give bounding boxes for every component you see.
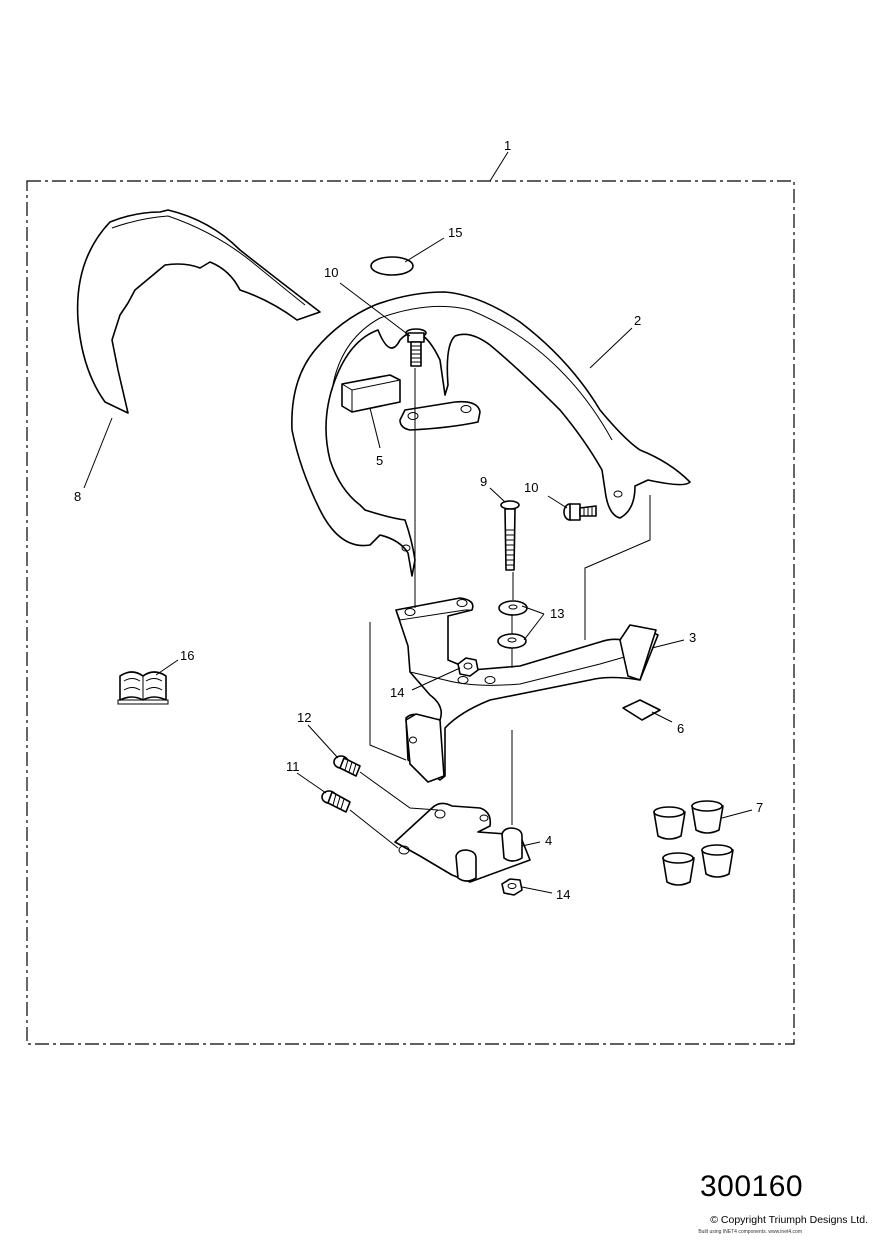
part-11-screw bbox=[321, 790, 351, 813]
callout-2: 2 bbox=[634, 313, 641, 328]
part-12-screw bbox=[333, 755, 361, 777]
callout-leaders bbox=[83, 151, 753, 894]
callout-12: 12 bbox=[297, 710, 311, 725]
part-7-rubber-feet bbox=[653, 800, 734, 886]
callout-14-upper: 14 bbox=[390, 685, 404, 700]
kit-boundary bbox=[26, 180, 795, 1045]
part-8-cover bbox=[76, 209, 321, 414]
callout-6: 6 bbox=[677, 721, 684, 736]
part-10-bolt-upper bbox=[405, 328, 427, 367]
callout-11: 11 bbox=[286, 759, 300, 774]
part-4-mounting-plate bbox=[394, 802, 531, 883]
callout-16: 16 bbox=[180, 648, 194, 663]
part-6-pad bbox=[622, 699, 661, 721]
callout-1: 1 bbox=[504, 138, 511, 153]
callout-13: 13 bbox=[550, 606, 564, 621]
callout-8: 8 bbox=[74, 489, 81, 504]
callout-9: 9 bbox=[480, 474, 487, 489]
callout-3: 3 bbox=[689, 630, 696, 645]
diagram-number: 300160 bbox=[700, 1170, 804, 1203]
book-icon bbox=[117, 671, 169, 705]
part-13-washers bbox=[497, 600, 528, 649]
part-9-screw bbox=[500, 500, 520, 571]
part-14-nut-upper bbox=[457, 657, 479, 677]
part-14-nut-lower bbox=[501, 878, 523, 896]
part-10-bolt-right bbox=[563, 503, 597, 521]
part-2-grab-rail bbox=[291, 291, 691, 577]
callout-14-lower: 14 bbox=[556, 887, 570, 902]
callout-4: 4 bbox=[545, 833, 552, 848]
copyright-notice: © Copyright Triumph Designs Ltd. bbox=[710, 1214, 868, 1226]
callout-10-right: 10 bbox=[524, 480, 538, 495]
callout-labels: 1 2 3 4 5 6 7 8 9 10 10 11 12 13 14 14 1… bbox=[74, 138, 763, 902]
part-5-pad bbox=[341, 374, 401, 413]
callout-7: 7 bbox=[756, 800, 763, 815]
part-15-o-ring bbox=[370, 256, 414, 276]
built-with-note: Built using INET4 components. www.inet4.… bbox=[698, 1229, 802, 1235]
part-3-bracket bbox=[395, 597, 659, 783]
assembly-lines bbox=[349, 368, 651, 849]
callout-15: 15 bbox=[448, 225, 462, 240]
callout-10-upper: 10 bbox=[324, 265, 338, 280]
callout-5: 5 bbox=[376, 453, 383, 468]
